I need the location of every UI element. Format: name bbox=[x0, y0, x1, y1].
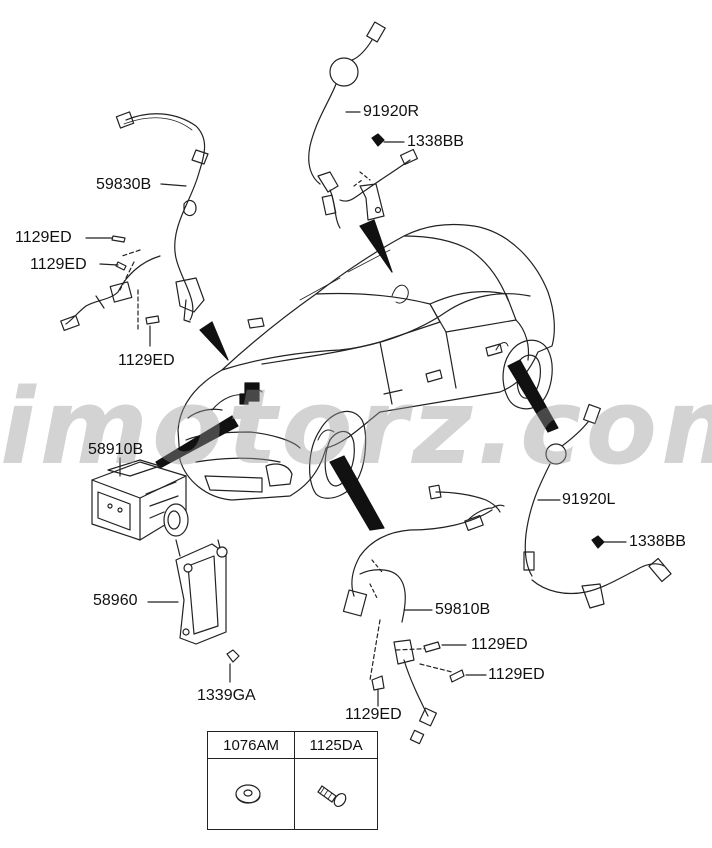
label-1129ed-f: 1129ED bbox=[345, 706, 402, 723]
legend-code-1076am: 1076AM bbox=[206, 731, 296, 759]
label-58960: 58960 bbox=[93, 592, 138, 609]
legend-cell-grommet bbox=[206, 758, 296, 830]
label-1129ed-c: 1129ED bbox=[118, 352, 175, 369]
label-1129ed-d: 1129ED bbox=[471, 636, 528, 653]
legend-cell-bolt bbox=[294, 758, 378, 830]
label-59810b: 59810B bbox=[435, 601, 491, 618]
label-1338bb-b: 1338BB bbox=[629, 533, 686, 550]
label-58910b: 58910B bbox=[88, 441, 144, 458]
label-1339ga: 1339GA bbox=[197, 687, 256, 704]
legend-table: 1076AM 1125DA bbox=[206, 731, 378, 830]
label-1129ed-b: 1129ED bbox=[30, 256, 87, 273]
label-1338bb-a: 1338BB bbox=[407, 133, 464, 150]
hecu-illustration bbox=[91, 459, 189, 541]
legend-code-1125da: 1125DA bbox=[294, 731, 378, 759]
vehicle-illustration bbox=[177, 223, 555, 501]
label-91920l: 91920L bbox=[562, 491, 616, 508]
label-1129ed-e: 1129ED bbox=[488, 666, 545, 683]
label-1129ed-a: 1129ED bbox=[15, 229, 72, 246]
label-91920r: 91920R bbox=[363, 103, 420, 120]
label-59830b: 59830B bbox=[96, 176, 152, 193]
